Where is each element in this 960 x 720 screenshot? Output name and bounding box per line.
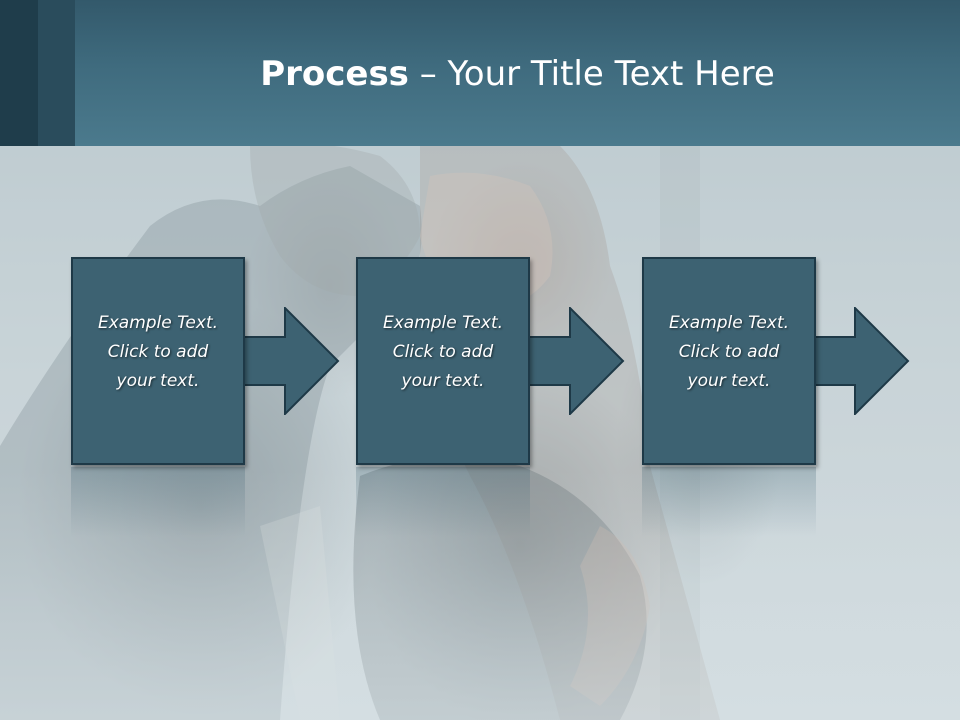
process-step-3[interactable]: Example Text. Click to add your text. xyxy=(642,257,816,465)
step-line: Click to add xyxy=(107,342,209,362)
arrow-right-icon xyxy=(525,307,625,415)
step-line: your text. xyxy=(401,371,485,391)
process-step-1[interactable]: Example Text. Click to add your text. xyxy=(71,257,245,465)
step-line: your text. xyxy=(687,371,771,391)
title-rest: – Your Title Text Here xyxy=(408,54,775,94)
step-text: Example Text. Click to add your text. xyxy=(669,309,789,396)
step-line: Example Text. xyxy=(97,313,219,333)
step-line: your text. xyxy=(116,371,200,391)
step-line: Click to add xyxy=(678,342,780,362)
step-line: Click to add xyxy=(392,342,494,362)
arrow-right-icon xyxy=(810,307,910,415)
process-step-2[interactable]: Example Text. Click to add your text. xyxy=(356,257,530,465)
step-reflection xyxy=(642,467,816,537)
bottom-fade xyxy=(0,470,960,720)
step-reflection xyxy=(356,467,530,537)
step-text: Example Text. Click to add your text. xyxy=(98,309,218,396)
accent-stripe xyxy=(38,0,75,146)
arrow-right-icon xyxy=(240,307,340,415)
step-reflection xyxy=(71,467,245,537)
step-text: Example Text. Click to add your text. xyxy=(383,309,503,396)
slide-title[interactable]: Process – Your Title Text Here xyxy=(75,52,960,96)
step-line: Example Text. xyxy=(668,313,790,333)
step-line: Example Text. xyxy=(382,313,504,333)
accent-stripe xyxy=(0,0,38,146)
title-bar: Process – Your Title Text Here xyxy=(0,0,960,146)
title-bold: Process xyxy=(260,54,409,94)
